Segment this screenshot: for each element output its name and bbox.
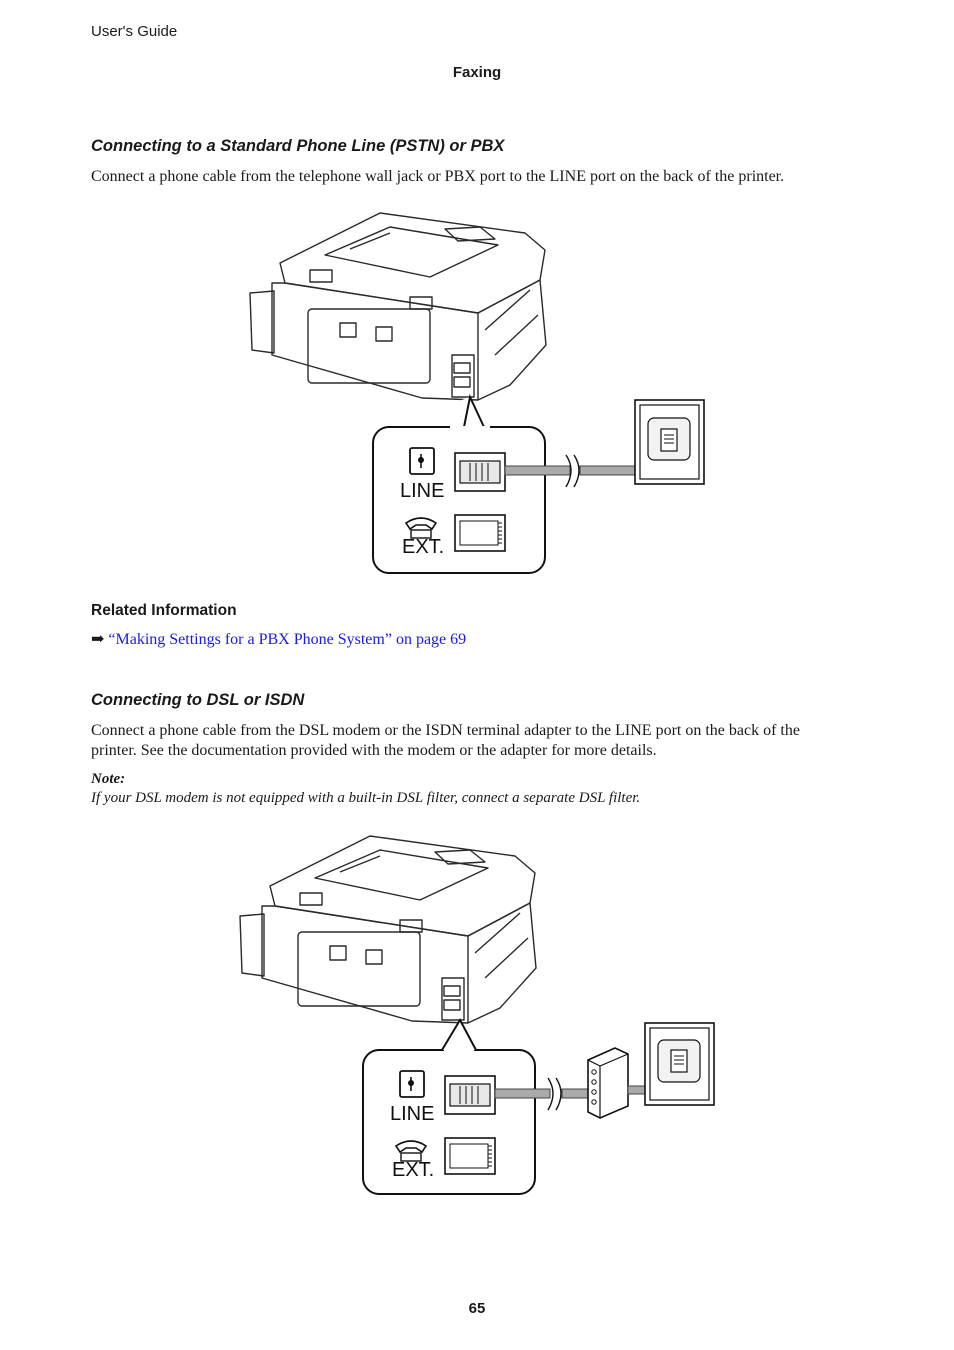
line-port-icon bbox=[399, 1070, 425, 1098]
ext-phone-icon bbox=[394, 1140, 428, 1162]
wall-jack bbox=[634, 399, 705, 485]
line-port-label: LINE bbox=[390, 1103, 434, 1125]
dsl-modem bbox=[587, 1047, 629, 1119]
section-body-pstn: Connect a phone cable from the telephone… bbox=[91, 168, 785, 185]
chapter-title: Faxing bbox=[452, 64, 502, 81]
ext-port-label: EXT. bbox=[392, 1159, 434, 1181]
ext-phone-icon bbox=[404, 517, 438, 539]
section-body-dsl-line1: Connect a phone cable from the DSL modem… bbox=[91, 722, 800, 739]
arrow-right-icon: ➡ bbox=[91, 631, 105, 648]
phone-cable bbox=[494, 1088, 551, 1099]
section-body-dsl: Connect a phone cable from the DSL modem… bbox=[91, 721, 851, 761]
running-header: User's Guide bbox=[91, 23, 178, 40]
pbx-settings-link[interactable]: “Making Settings for a PBX Phone System”… bbox=[108, 631, 467, 648]
note-label: Note: bbox=[91, 771, 126, 787]
printer-illustration bbox=[249, 212, 547, 401]
pstn-connection-figure: LINE EXT. bbox=[249, 212, 705, 574]
phone-cable bbox=[504, 465, 571, 476]
wall-jack bbox=[644, 1022, 715, 1106]
line-port-icon bbox=[409, 447, 435, 475]
line-port-label: LINE bbox=[400, 480, 444, 502]
printer-illustration bbox=[239, 835, 537, 1024]
section-body-dsl-line2: printer. See the documentation provided … bbox=[91, 742, 657, 759]
note-text: If your DSL modem is not equipped with a… bbox=[91, 790, 641, 806]
related-information-heading: Related Information bbox=[91, 602, 237, 619]
related-link-row: ➡ “Making Settings for a PBX Phone Syste… bbox=[91, 629, 466, 649]
section-heading-dsl: Connecting to DSL or ISDN bbox=[91, 691, 305, 709]
ext-port-label: EXT. bbox=[402, 536, 444, 558]
page-number: 65 bbox=[468, 1300, 486, 1317]
section-heading-pstn: Connecting to a Standard Phone Line (PST… bbox=[91, 137, 505, 155]
dsl-connection-figure: LINE EXT. bbox=[239, 835, 715, 1195]
